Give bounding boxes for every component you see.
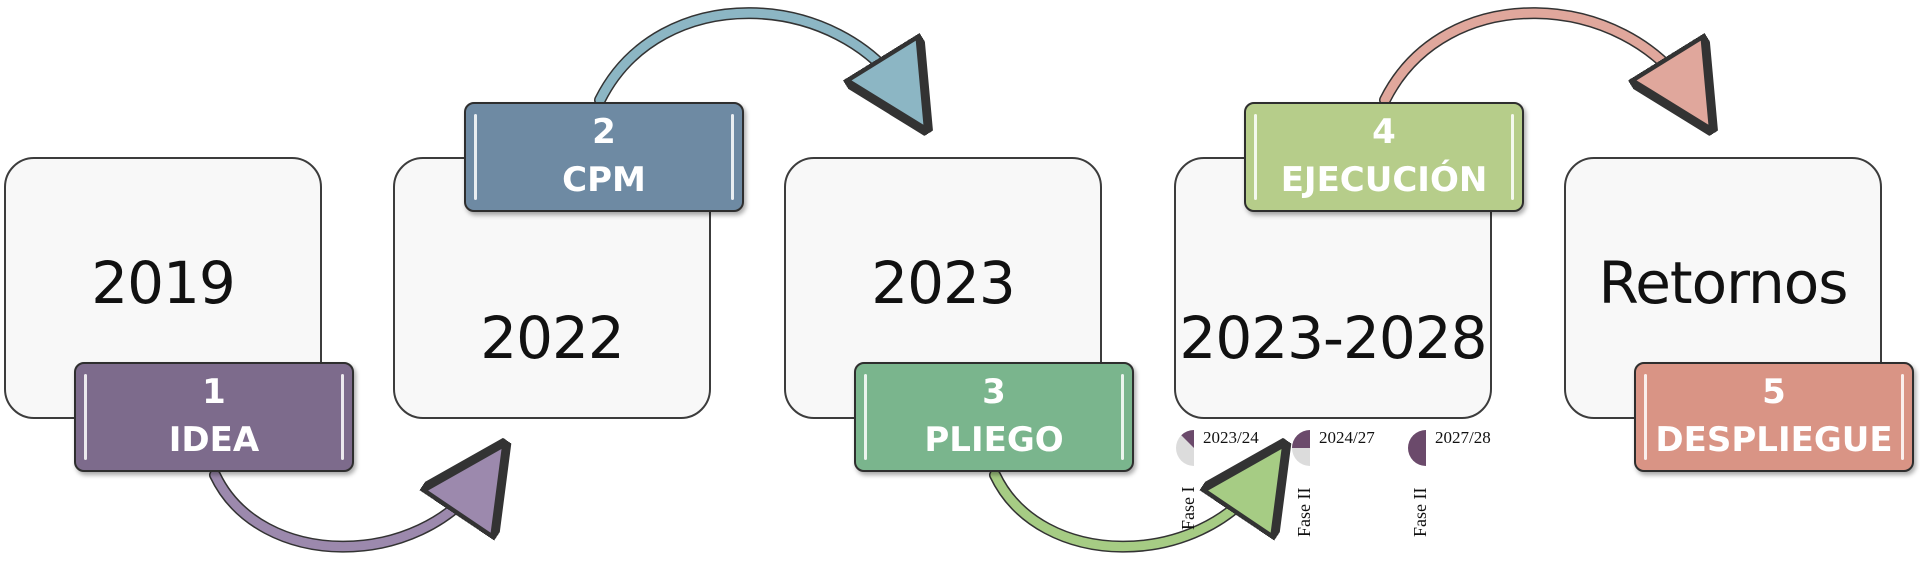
arrow-pliego-to-ejecucion [989,469,1268,553]
arrow-cpm-to-pliego [594,7,911,106]
phase-progress-2 [1292,430,1310,466]
stage-year-1: 2019 [91,249,236,317]
stage-tag-1: 1 IDEA [74,362,354,472]
stage-label-4: EJECUCIÓN [1280,160,1488,200]
stage-number-2: 2 [592,112,616,152]
stage-year-5: Retornos [1598,249,1849,317]
stage-tag-3: 3 PLIEGO [854,362,1134,472]
stage-year-3: 2023 [871,249,1016,317]
arrow-cpm-to-pliego-fill [595,8,905,100]
arrow-ejecucion-to-despliegue-fill [1380,8,1690,100]
phase-name-2: Fase II [1294,487,1314,537]
arrow-ejecucion-to-despliegue [1379,7,1696,106]
stage-number-4: 4 [1372,112,1396,152]
phase-period-3: 2027/28 [1435,428,1491,447]
phase-name-1: Fase I [1178,486,1198,531]
stage-tag-2: 2 CPM [464,102,744,212]
arrow-idea-to-cpm [209,469,488,553]
stage-label-1: IDEA [168,420,260,460]
stage-label-3: PLIEGO [924,420,1064,460]
stage-year-4: 2023-2028 [1179,304,1487,372]
phase-period-2: 2024/27 [1319,428,1375,447]
arrow-pliego-to-ejecucion-fill [990,475,1262,552]
phase-name-3: Fase II [1410,487,1430,537]
phase-progress-3 [1408,430,1426,466]
arrow-idea-to-cpm-fill [210,475,482,552]
stage-label-2: CPM [562,160,646,200]
stage-tag-4: 4 EJECUCIÓN [1244,102,1524,212]
stage-tag-5: 5 DESPLIEGUE [1634,362,1914,472]
stage-label-5: DESPLIEGUE [1655,420,1893,460]
stage-number-1: 1 [202,372,226,412]
stage-number-3: 3 [982,372,1006,412]
stage-number-5: 5 [1762,372,1786,412]
stage-year-2: 2022 [480,304,625,372]
phase-progress-1 [1176,430,1194,466]
phase-period-1: 2023/24 [1203,428,1259,447]
